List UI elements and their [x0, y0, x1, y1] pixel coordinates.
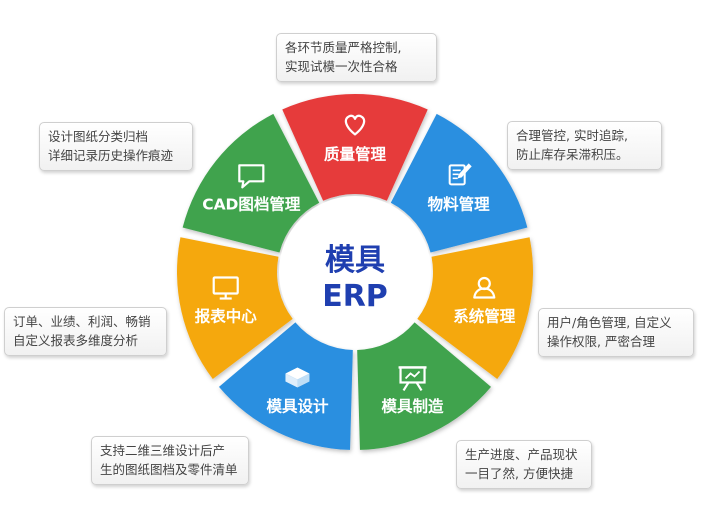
note-quality: 各环节质量严格控制, 实现试模一次性合格 [276, 33, 437, 82]
segment-quality-shape[interactable] [282, 94, 428, 201]
segment-system-label: 系统管理 [453, 307, 516, 326]
user-icon [473, 276, 496, 299]
segment-design[interactable]: 模具设计 [218, 322, 353, 450]
presentation-board-icon [398, 366, 427, 392]
segment-material[interactable]: 物料管理 [390, 113, 528, 253]
note-manufacture-line2: 一目了然, 方便快捷 [465, 466, 573, 481]
note-design-line1: 支持二维三维设计后产 [100, 443, 226, 458]
segment-cad[interactable]: CAD图档管理 [182, 113, 320, 253]
segment-report-label: 报表中心 [195, 307, 258, 326]
segment-system[interactable]: 系统管理 [417, 237, 533, 380]
note-material-line1: 合理管控, 实时追踪, [516, 128, 628, 143]
heart-icon [344, 114, 366, 136]
note-cad-line1: 设计图纸分类归档 [48, 129, 149, 144]
center-subtitle: ERP [322, 279, 388, 314]
note-material-line2: 防止库存呆滞积压。 [516, 147, 629, 162]
segment-design-shape[interactable] [218, 322, 353, 450]
edit-document-icon [448, 163, 472, 186]
segment-quality-label: 质量管理 [324, 144, 387, 163]
note-quality-line2: 实现试模一次性合格 [285, 59, 398, 74]
segment-manufacture[interactable]: 模具制造 [357, 322, 492, 450]
note-report-line1: 订单、业绩、利润、畅销 [13, 314, 151, 329]
note-material: 合理管控, 实时追踪, 防止库存呆滞积压。 [507, 121, 662, 170]
segment-cad-label: CAD图档管理 [202, 194, 301, 213]
segment-design-label: 模具设计 [266, 396, 329, 415]
note-report-line2: 自定义报表多维度分析 [13, 333, 139, 348]
note-system-line1: 用户/角色管理, 自定义 [547, 315, 672, 330]
box-icon [285, 367, 310, 388]
segment-report-shape[interactable] [176, 237, 293, 380]
center-hub [279, 196, 431, 348]
note-manufacture-line1: 生产进度、产品现状 [465, 447, 578, 462]
segment-material-shape[interactable] [390, 113, 528, 253]
segment-material-label: 物料管理 [428, 194, 491, 213]
note-report: 订单、业绩、利润、畅销 自定义报表多维度分析 [4, 307, 167, 356]
note-system-line2: 操作权限, 严密合理 [547, 334, 655, 349]
segment-report[interactable]: 报表中心 [176, 237, 293, 380]
note-system: 用户/角色管理, 自定义 操作权限, 严密合理 [538, 308, 694, 357]
note-design: 支持二维三维设计后产 生的图纸图档及零件清单 [91, 436, 249, 485]
segment-cad-shape[interactable] [182, 113, 320, 253]
note-design-line2: 生的图纸图档及零件清单 [100, 462, 238, 477]
chat-bubble-icon [238, 164, 265, 189]
note-quality-line1: 各环节质量严格控制, [285, 40, 402, 55]
note-manufacture: 生产进度、产品现状 一目了然, 方便快捷 [456, 440, 592, 489]
center-title: 模具 [325, 243, 385, 278]
segment-manufacture-label: 模具制造 [382, 396, 445, 415]
segment-system-shape[interactable] [417, 237, 533, 380]
monitor-icon [212, 276, 239, 300]
segment-manufacture-shape[interactable] [357, 322, 492, 450]
segment-quality[interactable]: 质量管理 [282, 94, 428, 201]
note-cad: 设计图纸分类归档 详细记录历史操作痕迹 [39, 122, 193, 171]
note-cad-line2: 详细记录历史操作痕迹 [48, 148, 174, 163]
